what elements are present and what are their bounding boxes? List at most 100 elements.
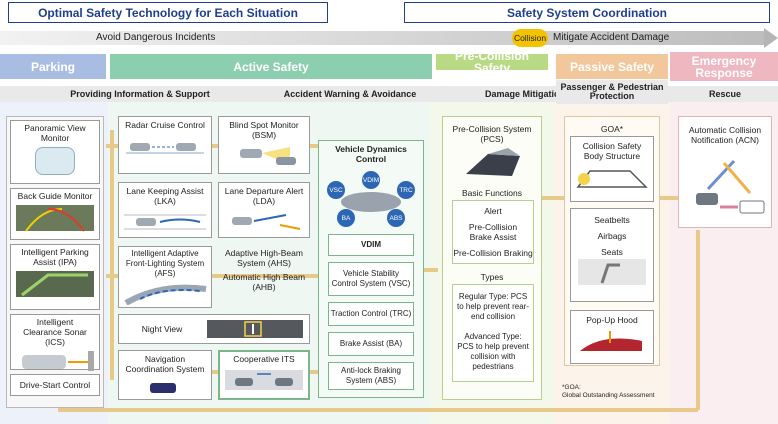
navigation-coordination-system[interactable]: Navigation Coordination System [118, 350, 212, 400]
vdc-item-vdim[interactable]: VDIM [328, 234, 414, 256]
automatic-collision-notification[interactable]: Automatic Collision Notification (ACN) [678, 116, 772, 228]
cooperative-its-icon [225, 370, 303, 390]
intelligent-parking-assist[interactable]: Intelligent Parking Assist (IPA) [10, 244, 100, 310]
pcs-advanced-type[interactable]: Advanced Type: PCS to help prevent colli… [457, 332, 529, 371]
intelligent-clearance-sonar[interactable]: Intelligent Clearance Sonar (ICS) [10, 314, 100, 371]
phase-parking: Parking [0, 54, 106, 79]
connector-vdc-pcs [424, 268, 438, 272]
ahb-label: Automatic High Beam (AHB) [222, 272, 306, 292]
ics-icon [22, 351, 94, 371]
goa-footnote-1: *GOA: [562, 384, 581, 391]
pcs-types [452, 284, 534, 382]
back-guide-icon [16, 205, 94, 232]
pcs-basic-functions [452, 200, 534, 264]
vdc-title: Vehicle Dynamics Control [335, 144, 407, 164]
lka-icon [124, 214, 206, 230]
goa-footnote-2: Global Outstanding Assessment [562, 392, 655, 399]
vdc-item-trc[interactable]: Traction Control (TRC) [328, 302, 414, 326]
pcs-basic-title: Basic Functions [462, 188, 522, 198]
mitigate-damage-label: Mitigate Accident Damage [553, 32, 670, 43]
pcs-types-title: Types [480, 272, 504, 282]
vdc-item-abs[interactable]: Anti-lock Braking System (ABS) [328, 362, 414, 390]
panoramic-car-icon [35, 147, 75, 175]
vdc-tag-trc: TRC [399, 187, 413, 194]
afs-icon [124, 284, 207, 306]
ipa-icon [16, 271, 94, 297]
connector-main-horizontal [106, 274, 326, 278]
nav-coord-label: Navigation Coordination System [125, 354, 205, 374]
night-view-icon [207, 320, 303, 338]
pcs-basic-alert[interactable]: Alert [484, 206, 502, 216]
phase-emergency-response: Emergency Response [670, 52, 778, 81]
bsm-icon [240, 147, 296, 165]
header-system-coordination: Safety System Coordination [404, 2, 770, 23]
connector-left-vertical [110, 130, 114, 380]
vdc-tag-vsc: VSC [329, 187, 343, 194]
acn-label: Automatic Collision Notification (ACN) [688, 125, 762, 145]
goa-label: GOA* [600, 124, 624, 134]
collision-safety-body[interactable]: Collision Safety Body Structure [570, 136, 654, 202]
header-optimal-safety: Optimal Safety Technology for Each Situa… [8, 2, 328, 23]
subheader-damage-mitigation: Damage Mitigation [484, 88, 565, 99]
intelligent-afs[interactable]: Intelligent Adaptive Front-Lighting Syst… [118, 246, 212, 308]
connector-pcs-passive [538, 196, 566, 200]
connector-right-vertical [696, 230, 700, 410]
lda-icon [232, 214, 301, 230]
body-structure-label: Collision Safety Body Structure [582, 141, 642, 161]
subheader-passenger-protection: Passenger & Pedestrian Protection [556, 80, 668, 104]
pcs-basic-brake-assist[interactable]: Pre-Collision Brake Assist [468, 222, 518, 242]
phase-passive-safety: Passive Safety [556, 54, 668, 79]
bsm-label: Blind Spot Monitor (BSM) [229, 120, 299, 140]
cooperative-its-label: Cooperative ITS [233, 354, 295, 364]
lda-label: Lane Departure Alert (LDA) [224, 186, 304, 206]
ics-label: Intelligent Clearance Sonar (ICS) [23, 317, 87, 347]
ipa-label: Intelligent Parking Assist (IPA) [21, 247, 89, 267]
timeline-arrow-head [764, 28, 778, 48]
vdc-tag-vdim: VDIM [362, 177, 380, 184]
acn-icon [696, 159, 765, 214]
body-structure-icon [576, 170, 648, 188]
night-view-label: Night View [141, 324, 183, 334]
panoramic-view-monitor[interactable]: Panoramic View Monitor [10, 120, 100, 184]
lka-label: Lane Keeping Assist (LKA) [126, 186, 204, 206]
adaptive-high-beam[interactable]: Adaptive High-Beam System (AHS) Automati… [218, 246, 310, 308]
vdc-tag-ba: BA [341, 215, 351, 222]
radar-cruise-control[interactable]: Radar Cruise Control [118, 116, 212, 174]
connector-bottom [58, 408, 698, 412]
pcs-basic-braking[interactable]: Pre-Collision Braking [453, 248, 533, 258]
night-view[interactable]: Night View [118, 314, 310, 344]
seatbelts-label[interactable]: Seatbelts [594, 215, 630, 225]
connector-top-row [106, 144, 326, 148]
pcs-car-icon [466, 148, 520, 176]
radar-cruise-icon [126, 143, 204, 154]
nav-coord-icon [150, 383, 176, 393]
pcs-regular-type[interactable]: Regular Type: PCS to help prevent rear-e… [456, 292, 530, 321]
blind-spot-monitor[interactable]: Blind Spot Monitor (BSM) [218, 116, 310, 174]
avoid-incidents-label: Avoid Dangerous Incidents [96, 32, 216, 43]
ahs-label: Adaptive High-Beam System (AHS) [225, 248, 303, 268]
back-guide-label: Back Guide Monitor [17, 191, 93, 201]
afs-label: Intelligent Adaptive Front-Lighting Syst… [125, 249, 205, 278]
pop-up-hood[interactable]: Pop-Up Hood [570, 310, 654, 364]
lane-departure-alert[interactable]: Lane Departure Alert (LDA) [218, 182, 310, 238]
connector-passive-acn [660, 196, 680, 200]
phase-pre-collision: Pre-Collision Safety [434, 50, 550, 74]
seats-label[interactable]: Seats [601, 247, 623, 257]
seat-icon [578, 259, 646, 285]
pop-up-hood-label: Pop-Up Hood [586, 315, 638, 325]
pop-up-hood-icon [580, 331, 642, 351]
collision-badge: Collision [512, 29, 548, 47]
timeline-arrow [0, 31, 766, 45]
vdc-item-ba[interactable]: Brake Assist (BA) [328, 332, 414, 356]
cooperative-its[interactable]: Cooperative ITS [218, 350, 310, 400]
subheader-info-support: Providing Information & Support [70, 88, 210, 99]
pcs-title: Pre-Collision System (PCS) [452, 124, 532, 144]
subheader-rescue: Rescue [708, 88, 742, 99]
phase-active-safety: Active Safety [110, 54, 432, 79]
back-guide-monitor[interactable]: Back Guide Monitor [10, 188, 100, 240]
vdc-item-vsc[interactable]: Vehicle Stability Control System (VSC) [328, 262, 414, 296]
vdc-tag-abs: ABS [389, 215, 403, 222]
airbags-label[interactable]: Airbags [597, 231, 627, 241]
drive-start-control[interactable]: Drive-Start Control [10, 374, 100, 396]
lane-keeping-assist[interactable]: Lane Keeping Assist (LKA) [118, 182, 212, 238]
